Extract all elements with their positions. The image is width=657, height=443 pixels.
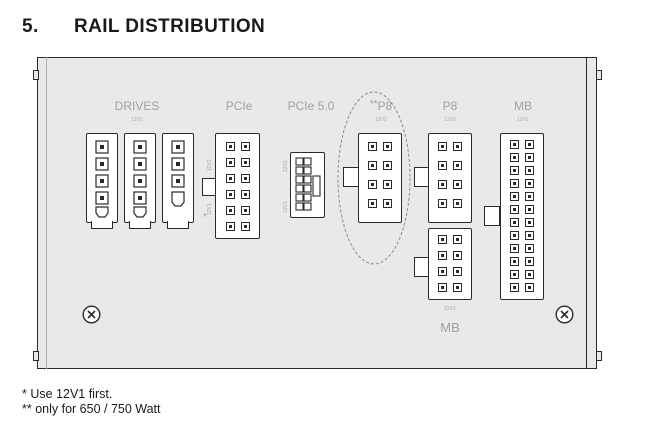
panel-tab-top-right xyxy=(596,70,602,80)
optional-highlight-ellipse xyxy=(337,91,411,265)
drive-connector-3-pins xyxy=(171,140,185,207)
pcie-rail-top: 12V2 xyxy=(207,159,213,171)
pcie5-rail-bottom: 12V1 xyxy=(283,201,289,213)
p8-optional-connector xyxy=(358,133,402,223)
section-title: RAIL DISTRIBUTION xyxy=(74,16,266,37)
drives-rail: 12V1 xyxy=(131,117,143,123)
panel-edge-right xyxy=(586,57,587,369)
mb-label: MB xyxy=(514,99,532,113)
pcie-connector-latch xyxy=(202,178,216,196)
panel-tab-bottom-right xyxy=(596,351,602,361)
pcie-asterisk: * xyxy=(203,212,207,223)
drive-connector-1-pins xyxy=(95,140,109,218)
section-number: 5. xyxy=(22,16,39,37)
p8-rail: 12V2 xyxy=(444,117,456,123)
pcie-rail-bottom: 12V1 xyxy=(207,203,213,215)
screw-icon xyxy=(82,305,101,324)
pcie-label: PCIe xyxy=(225,99,253,113)
mb-lower-rail: 12V1 xyxy=(444,306,456,312)
drive-connector-3-foot xyxy=(167,221,189,229)
footnote-1: * Use 12V1 first. xyxy=(22,387,113,401)
pcie5-connector-pins xyxy=(295,157,321,211)
p8-label: P8 xyxy=(442,99,458,113)
panel-tab-bottom-left xyxy=(33,351,39,361)
screw-icon xyxy=(555,305,574,324)
panel-edge-left xyxy=(46,57,47,369)
p8-optional-label: **P8 xyxy=(357,99,405,113)
mb-lower-label: MB xyxy=(440,320,460,335)
footnotes: * Use 12V1 first. ** only for 650 / 750 … xyxy=(22,387,161,417)
panel-tab-top-left xyxy=(33,70,39,80)
p8-connector xyxy=(428,133,472,223)
drive-connector-2-foot xyxy=(129,221,151,229)
footnote-2: ** only for 650 / 750 Watt xyxy=(22,402,161,416)
mb-connector xyxy=(500,133,544,300)
section-heading: 5. RAIL DISTRIBUTION xyxy=(22,16,265,38)
p8-optional-prefix: ** xyxy=(369,99,378,110)
drive-connector-2-pins xyxy=(133,140,147,218)
pcie5-label: PCIe 5.0 xyxy=(287,99,335,113)
drive-connector-1-foot xyxy=(91,221,113,229)
drives-label: DRIVES xyxy=(114,99,160,113)
mb-latch xyxy=(484,206,500,226)
p8-optional-text: P8 xyxy=(377,99,393,113)
pcie5-rail-top: 12V2 xyxy=(283,160,289,172)
mb-rail: 12V1 xyxy=(517,117,529,123)
p8-optional-rail: 12V2 xyxy=(375,117,387,123)
pcie-connector xyxy=(215,133,260,239)
mb-lower-connector xyxy=(428,228,472,300)
p8-optional-latch xyxy=(343,167,359,187)
